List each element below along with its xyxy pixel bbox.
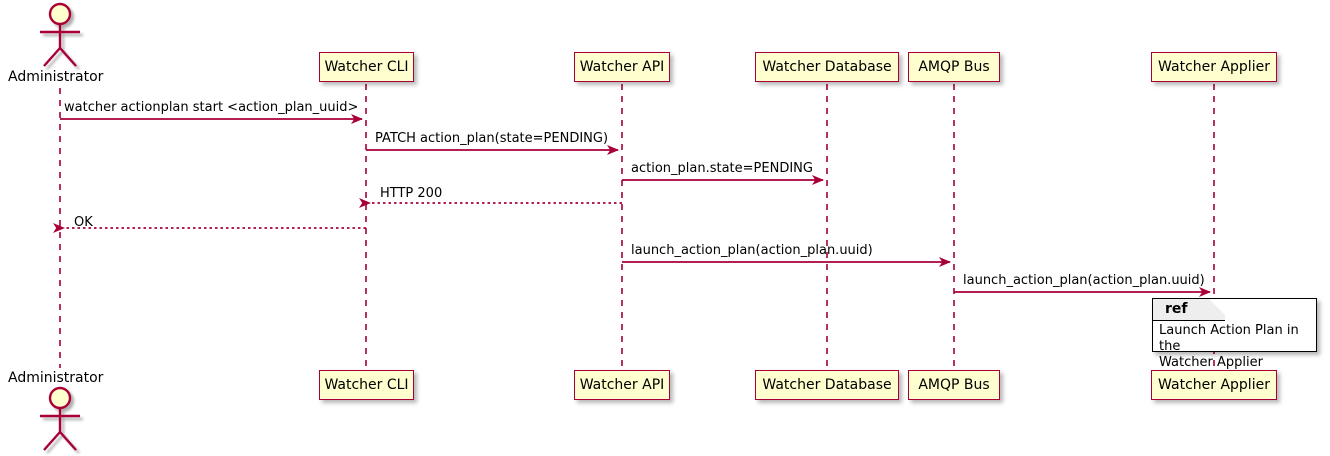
participant-label: Watcher API [579,59,665,75]
participant-box-applier-bottom[interactable]: Watcher Applier [1151,370,1277,400]
actor-label-administrator-top: Administrator [8,69,104,85]
ref-fragment-tab [1153,299,1225,321]
participant-label: Watcher API [579,377,665,393]
message-label-1: watcher actionplan start <action_plan_uu… [64,100,359,115]
participant-box-api-bottom[interactable]: Watcher API [574,370,670,400]
ref-fragment-tab-label: ref [1165,301,1188,317]
actor-label-administrator-bottom: Administrator [8,370,104,386]
actor-administrator-top-figure [40,2,80,67]
ref-fragment-body: Launch Action Plan in the Watcher Applie… [1159,323,1317,371]
message-label-3: action_plan.state=PENDING [631,161,813,176]
participant-label: Watcher Applier [1158,59,1270,75]
participant-box-applier-top[interactable]: Watcher Applier [1151,52,1277,82]
participant-box-amqp-top[interactable]: AMQP Bus [908,52,1000,82]
lifelines [59,84,1215,370]
ref-fragment-line-1: Launch Action Plan in the [1159,323,1299,354]
participant-box-cli-bottom[interactable]: Watcher CLI [319,370,414,400]
participant-box-db-top[interactable]: Watcher Database [755,52,899,82]
participant-label: Watcher Applier [1158,377,1270,393]
message-arrows [53,114,1211,297]
participant-label: Watcher Database [762,59,892,75]
participant-box-cli-top[interactable]: Watcher CLI [319,52,414,82]
message-label-5: OK [74,215,93,230]
participant-label: AMQP Bus [918,59,990,75]
actor-administrator-bottom-figure [40,386,80,451]
message-label-4: HTTP 200 [380,186,443,201]
participant-box-amqp-bottom[interactable]: AMQP Bus [908,370,1000,400]
participant-label: Watcher Database [762,377,892,393]
participant-label: Watcher CLI [324,377,409,393]
participant-box-db-bottom[interactable]: Watcher Database [755,370,899,400]
participant-label: Watcher CLI [324,59,409,75]
ref-fragment-line-2: Watcher Applier [1159,355,1263,370]
participant-label: AMQP Bus [918,377,990,393]
ref-fragment-box: ref Launch Action Plan in the Watcher Ap… [1152,298,1317,370]
participant-box-api-top[interactable]: Watcher API [574,52,670,82]
message-label-7: launch_action_plan(action_plan.uuid) [963,273,1205,288]
message-label-6: launch_action_plan(action_plan.uuid) [631,243,873,258]
message-label-2: PATCH action_plan(state=PENDING) [375,131,609,146]
